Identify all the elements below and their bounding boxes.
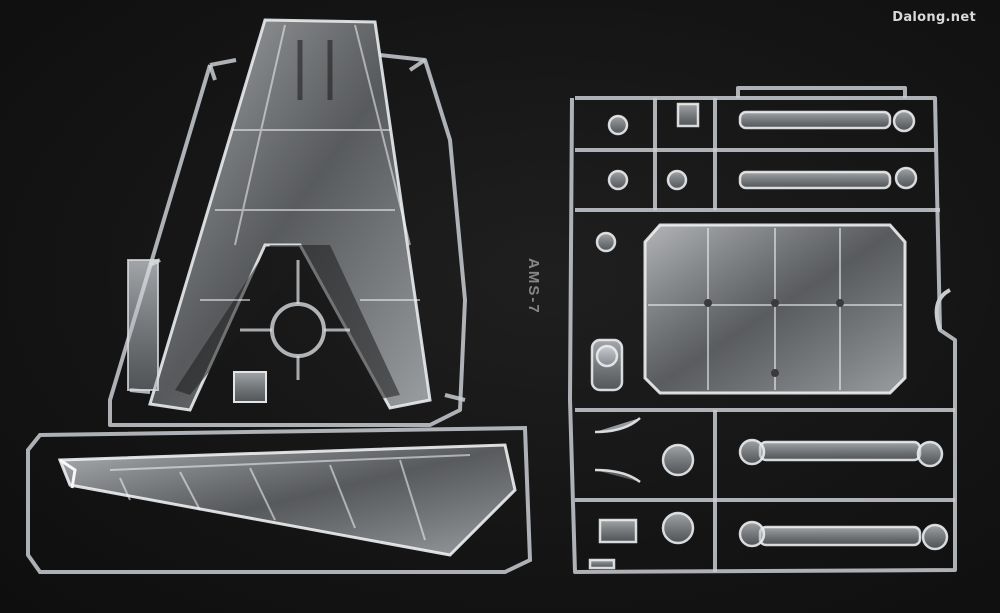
joint-parts xyxy=(588,102,700,570)
sprue-code-label: AMS-7 xyxy=(525,258,542,315)
rod-parts xyxy=(738,109,949,551)
a-frame-part xyxy=(127,18,432,412)
lower-left-sprue xyxy=(26,425,533,574)
base-plate xyxy=(643,223,952,395)
right-sprue xyxy=(568,86,957,574)
watermark-text: Dalong.net xyxy=(892,10,976,25)
